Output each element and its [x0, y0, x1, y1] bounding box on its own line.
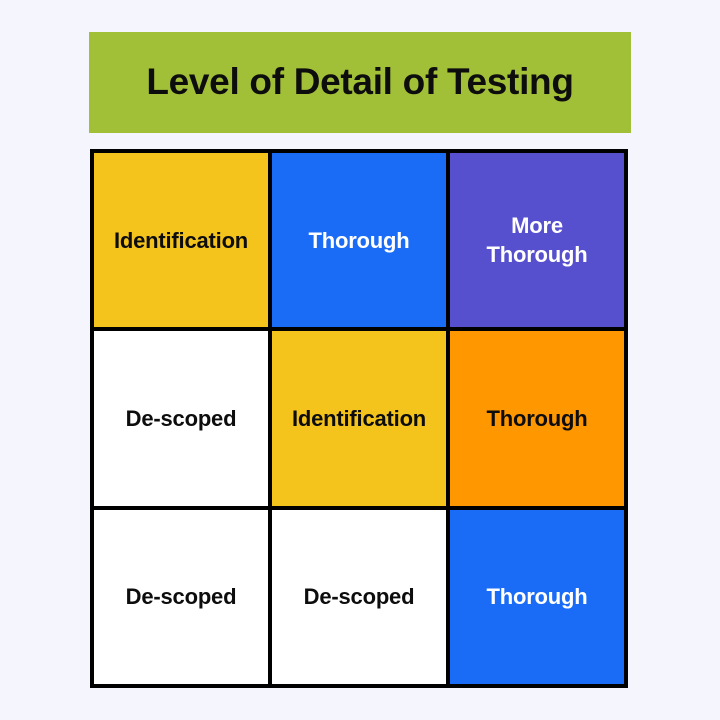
matrix-cell-label: More Thorough — [486, 212, 588, 268]
matrix-cell-label: Identification — [291, 405, 427, 431]
matrix-cell-label: Thorough — [486, 584, 588, 610]
matrix-cell-r2c1[interactable]: De-scoped — [94, 331, 268, 506]
matrix-cell-r3c1[interactable]: De-scoped — [94, 509, 268, 684]
matrix-cell-label: Thorough — [486, 405, 588, 431]
matrix-cell-r1c1[interactable]: Identification — [94, 153, 268, 328]
matrix-cell-label: De-scoped — [303, 584, 415, 610]
matrix-cell-r1c2[interactable]: Thorough — [272, 153, 446, 328]
matrix-cell-r2c3[interactable]: Thorough — [450, 331, 624, 506]
matrix-cell-r2c2[interactable]: Identification — [272, 331, 446, 506]
diagram-title-banner: Level of Detail of Testing — [89, 32, 631, 133]
matrix-cell-label: De-scoped — [125, 405, 237, 431]
matrix-cell-label: Thorough — [308, 227, 410, 253]
matrix-cell-r3c2[interactable]: De-scoped — [272, 509, 446, 684]
matrix-cell-label: Identification — [113, 227, 249, 253]
matrix-cell-label: De-scoped — [125, 584, 237, 610]
matrix-cell-r1c3[interactable]: More Thorough — [450, 153, 624, 328]
matrix-cell-r3c3[interactable]: Thorough — [450, 509, 624, 684]
page-title: Level of Detail of Testing — [146, 61, 574, 103]
risk-matrix-grid: Identification Thorough More Thorough De… — [90, 149, 628, 688]
